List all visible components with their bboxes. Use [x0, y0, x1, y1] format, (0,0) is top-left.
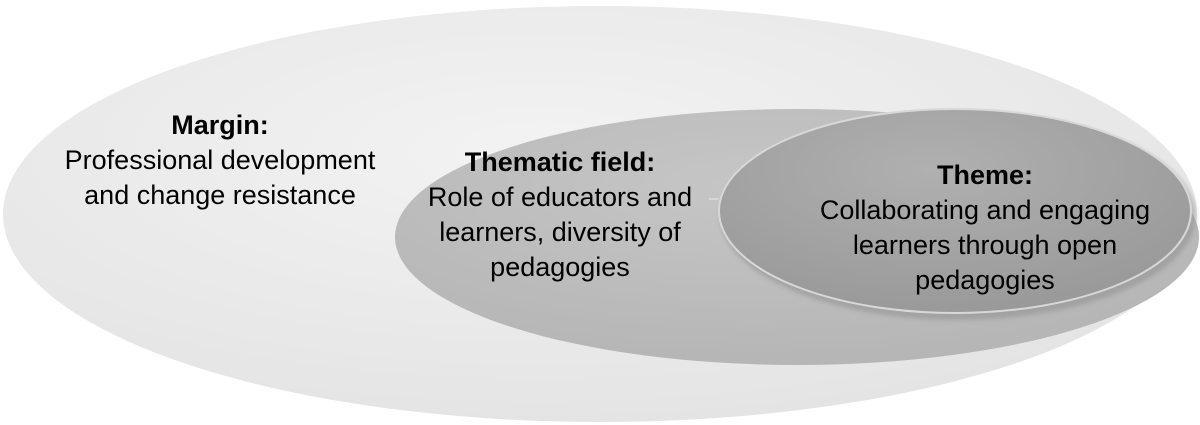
- theme-text: Collaborating and engaging learners thro…: [819, 195, 1151, 295]
- margin-title: Margin:: [171, 110, 269, 140]
- theme-title: Theme:: [936, 160, 1034, 190]
- margin-label: Margin: Professional development and cha…: [20, 108, 420, 213]
- theme-ellipse: [718, 108, 1192, 314]
- thematic-field-text: Role of educators and learners, diversit…: [427, 182, 693, 282]
- margin-text: Professional development and change resi…: [64, 145, 376, 210]
- theme-label: Theme: Collaborating and engaging learne…: [790, 158, 1180, 298]
- thematic-field-label: Thematic field: Role of educators and le…: [395, 145, 725, 285]
- thematic-field-title: Thematic field:: [464, 147, 656, 177]
